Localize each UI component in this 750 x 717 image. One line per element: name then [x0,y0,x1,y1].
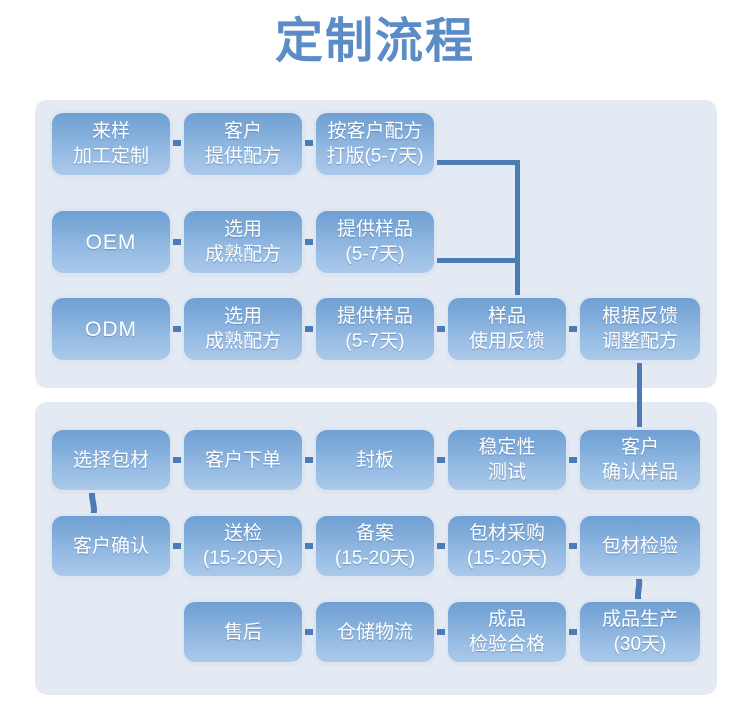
connector-r5-c3-c4 [434,543,448,549]
box-warehouse-logistics[interactable]: 仓储物流 [316,602,434,662]
box-incoming-sample-custom[interactable]: 来样 加工定制 [52,113,170,175]
connector-r6-c1-c2 [302,629,316,635]
box-adjust-formula-by-feedback[interactable]: 根据反馈 调整配方 [580,298,700,360]
connector-r1-c1-c2 [170,140,184,146]
connector-r5-c2-c3 [302,543,316,549]
connector-r4-c2-c3 [302,457,316,463]
box-oem-mature-formula[interactable]: 选用 成熟配方 [184,211,302,273]
connector-route-r2-right [434,258,520,263]
box-customer-provides-formula[interactable]: 客户 提供配方 [184,113,302,175]
page-title: 定制流程 [274,15,475,68]
connector-route-merge-vertical [515,160,520,300]
box-packaging-purchase[interactable]: 包材采购 (15-20天) [448,516,566,576]
box-customer-places-order[interactable]: 客户下单 [184,430,302,490]
box-proof-by-customer-formula[interactable]: 按客户配方 打版(5-7天) [316,113,434,175]
connector-r3-c3-c4 [434,326,448,332]
box-stability-test[interactable]: 稳定性 测试 [448,430,566,490]
box-finished-goods-production[interactable]: 成品生产 (30天) [580,602,700,662]
box-seal-board[interactable]: 封板 [316,430,434,490]
connector-feedback-to-confirm-sample [637,360,642,432]
connector-r6-c3-c4 [566,629,580,635]
connector-r2-c1-c2 [170,239,184,245]
connector-r4-c3-c4 [434,457,448,463]
box-oem-provide-sample[interactable]: 提供样品 (5-7天) [316,211,434,273]
connector-r5-c4-c5 [566,543,580,549]
connector-r4-c4-c5 [566,457,580,463]
connector-r3-c4-c5 [566,326,580,332]
connector-r5-c1-c2 [170,543,184,549]
box-customer-confirms-sample[interactable]: 客户 确认样品 [580,430,700,490]
box-send-for-inspection[interactable]: 送检 (15-20天) [184,516,302,576]
connector-r1-c2-c3 [302,140,316,146]
box-odm-mature-formula[interactable]: 选用 成熟配方 [184,298,302,360]
connector-r3-c2-c3 [302,326,316,332]
connector-route-r1-right [434,160,520,165]
connector-r3-c1-c2 [170,326,184,332]
box-oem[interactable]: OEM [52,211,170,273]
connector-r2-c2-c3 [302,239,316,245]
box-odm-provide-sample[interactable]: 提供样品 (5-7天) [316,298,434,360]
box-select-packaging[interactable]: 选择包材 [52,430,170,490]
connector-r6-c2-c3 [434,629,448,635]
box-finished-goods-qualified[interactable]: 成品 检验合格 [448,602,566,662]
box-odm[interactable]: ODM [52,298,170,360]
box-sample-usage-feedback[interactable]: 样品 使用反馈 [448,298,566,360]
box-customer-confirmation[interactable]: 客户确认 [52,516,170,576]
box-filing-record[interactable]: 备案 (15-20天) [316,516,434,576]
box-after-sales[interactable]: 售后 [184,602,302,662]
connector-packaging-to-confirm [89,486,97,520]
box-packaging-inspection[interactable]: 包材检验 [580,516,700,576]
connector-r4-c1-c2 [170,457,184,463]
connector-inspection-to-production [633,572,643,606]
